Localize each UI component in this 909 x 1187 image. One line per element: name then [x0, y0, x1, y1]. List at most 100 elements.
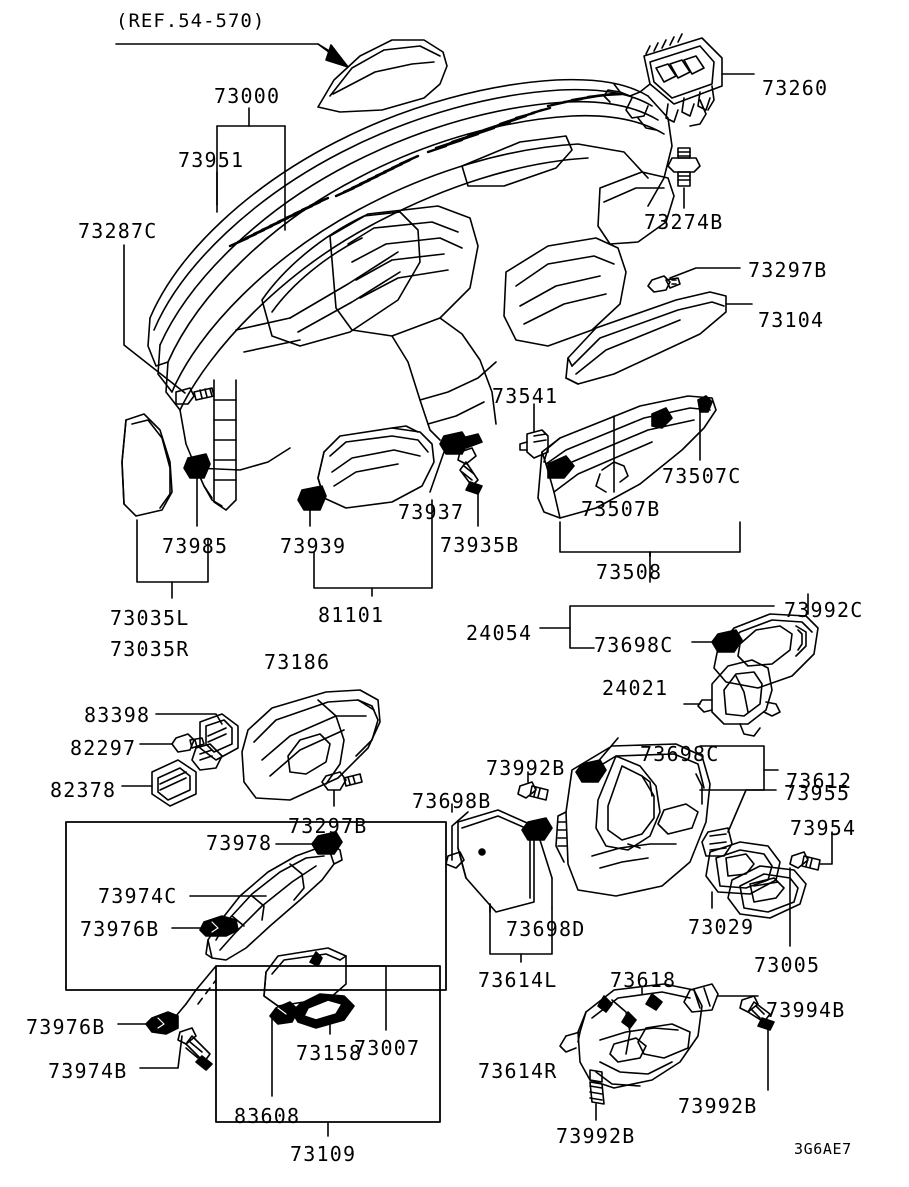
part-73935B-screw	[457, 447, 483, 495]
leader-73287C	[123, 244, 186, 394]
part-73992B-left-screw	[517, 781, 549, 801]
part-label-p73158: 73158	[296, 1041, 363, 1065]
part-label-p73614R: 73614R	[478, 1059, 558, 1083]
part-label-p73992B_r: 73992B	[678, 1094, 758, 1118]
part-label-p73186: 73186	[264, 650, 331, 674]
part-73698B-panel	[445, 809, 535, 913]
part-label-p73005: 73005	[754, 953, 821, 977]
part-label-p73954: 73954	[790, 816, 857, 840]
part-73974C-glovebox	[205, 843, 343, 961]
bracket-73000	[216, 107, 286, 231]
part-label-p73035L: 73035L	[110, 606, 190, 630]
part-label-p73507C: 73507C	[662, 464, 742, 488]
part-73976B-a	[199, 915, 239, 937]
part-73992B-right-screw	[739, 995, 775, 1031]
part-label-p73992C: 73992C	[784, 598, 864, 622]
bracket-81101	[313, 499, 433, 597]
part-73698D-clip	[521, 817, 553, 879]
part-label-p73508: 73508	[596, 560, 663, 584]
dashboard-main-body	[147, 78, 675, 511]
part-82378-switch	[151, 759, 197, 807]
part-73974B-screw	[177, 1027, 213, 1071]
part-label-p24054: 24054	[466, 621, 533, 645]
part-label-p73287C: 73287C	[78, 219, 158, 243]
part-83608-striker	[269, 1001, 299, 1025]
part-label-p73698B: 73698B	[412, 789, 492, 813]
part-73274B-stud	[667, 147, 701, 187]
upper-pad-part	[317, 39, 448, 113]
bracket-24054	[539, 605, 775, 649]
part-73939-clip	[297, 485, 327, 511]
part-73976B-b	[145, 1011, 179, 1035]
part-73287C-bolt	[175, 387, 215, 405]
part-label-p73974B: 73974B	[48, 1059, 128, 1083]
part-label-p73994B: 73994B	[766, 998, 846, 1022]
part-label-p73976B_b: 73976B	[26, 1015, 106, 1039]
part-81101-cluster-hood	[317, 425, 435, 509]
leader-83398	[155, 713, 223, 725]
part-label-p73939: 73939	[280, 534, 347, 558]
part-73029-ashtray	[705, 841, 781, 895]
part-label-p83608: 83608	[234, 1104, 301, 1128]
part-label-p73992B_bl: 73992B	[556, 1124, 636, 1148]
part-label-p73992B_l: 73992B	[486, 756, 566, 780]
part-label-p81101: 81101	[318, 603, 385, 627]
bracket-73508	[559, 521, 741, 583]
bracket-73035	[136, 519, 209, 599]
part-label-p73976B_a: 73976B	[80, 917, 160, 941]
leader-73955	[727, 789, 777, 833]
bracket-73614	[489, 903, 553, 963]
part-73005-tray	[727, 865, 807, 919]
part-label-p73614L: 73614L	[478, 968, 558, 992]
part-73618-rear-tray	[559, 983, 703, 1089]
part-label-p73297B_t: 73297B	[748, 258, 828, 282]
part-label-p73985: 73985	[162, 534, 229, 558]
leader-73007	[345, 965, 387, 1031]
part-label-p73035R: 73035R	[110, 637, 190, 661]
part-73035-side-pad	[121, 413, 173, 517]
leader-73698C-bottom	[595, 737, 619, 765]
bracket-73612	[699, 745, 779, 791]
part-73954-screw	[789, 851, 821, 871]
leader-73954	[819, 831, 833, 865]
part-label-p73618: 73618	[610, 968, 677, 992]
part-label-p73000: 73000	[214, 84, 281, 108]
part-label-p73955: 73955	[784, 781, 851, 805]
part-73186-bezel	[241, 689, 381, 801]
part-label-p73698C_t: 73698C	[594, 633, 674, 657]
part-label-p73698C_b: 73698C	[640, 742, 720, 766]
part-label-p73978: 73978	[206, 831, 273, 855]
part-73507C-pin	[697, 395, 713, 413]
part-73992B-bl-screw	[589, 1069, 605, 1105]
part-label-p73274B: 73274B	[644, 210, 724, 234]
part-label-p73109: 73109	[290, 1142, 357, 1166]
part-label-p24021: 24021	[602, 676, 669, 700]
part-label-p73007: 73007	[354, 1036, 421, 1060]
part-label-code: 3G6AE7	[794, 1140, 852, 1158]
part-73994B-clip	[683, 983, 719, 1013]
part-83398-switch	[191, 713, 239, 771]
part-73937-clip	[439, 431, 483, 455]
part-label-p73935B: 73935B	[440, 533, 520, 557]
part-label-p83398: 83398	[84, 703, 151, 727]
part-73297B-bottom-bolt	[321, 771, 363, 791]
box-notch	[175, 965, 217, 1017]
part-73541-clip	[519, 429, 549, 459]
part-label-p73029: 73029	[688, 915, 755, 939]
part-73158-latch	[291, 993, 355, 1029]
part-label-p82378: 82378	[50, 778, 117, 802]
part-73297B-top-bolt	[647, 275, 681, 293]
part-label-p73507B: 73507B	[581, 497, 661, 521]
part-73698C-bottom-clip	[575, 759, 607, 783]
leader-73974B	[139, 1035, 183, 1069]
part-73698C-top-clip	[711, 629, 743, 653]
part-label-p73541: 73541	[492, 384, 559, 408]
part-24021-boot	[697, 659, 781, 737]
part-73260-ecu	[603, 33, 723, 131]
part-label-p73297B_b: 73297B	[288, 814, 368, 838]
part-label-p73951: 73951	[178, 148, 245, 172]
part-73612-console	[555, 743, 711, 897]
part-label-p73937: 73937	[398, 500, 465, 524]
